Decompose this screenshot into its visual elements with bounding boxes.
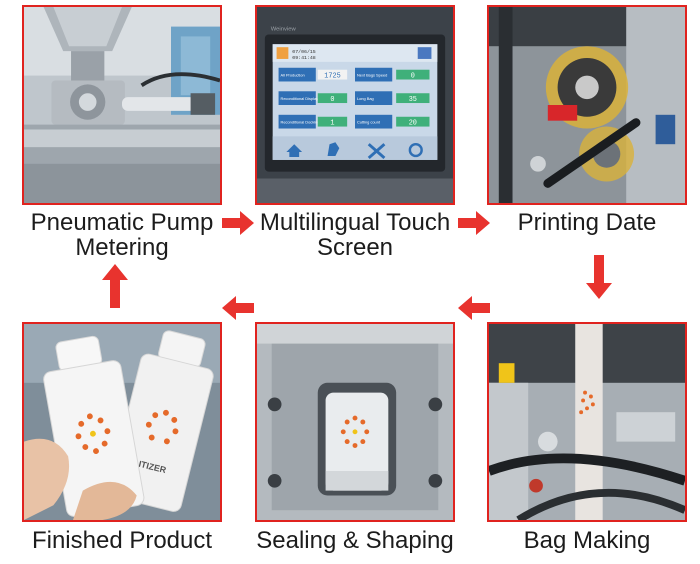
pneumatic-pump-illustration xyxy=(24,7,220,203)
hand-pointer-icon[interactable] xyxy=(327,142,340,156)
step-image-touch-screen: Weinview 07/06/15 09:41:48 All Productio… xyxy=(255,5,455,205)
touch-field-value[interactable]: 1 xyxy=(330,120,334,128)
arrow-left-icon xyxy=(222,296,254,320)
step-label-printing-date: Printing Date xyxy=(517,209,657,236)
step-label-touch-screen: Multilingual Touch Screen xyxy=(259,209,451,261)
finished-product-illustration: ITIZER xyxy=(24,324,220,520)
arrow-right-icon xyxy=(222,211,254,235)
touch-field-value[interactable]: 0 xyxy=(411,73,415,81)
touch-field-label: Reconditional Docking xyxy=(281,120,320,125)
step-image-printing-date xyxy=(487,5,687,205)
sealing-shaping-illustration xyxy=(257,324,453,520)
touch-field-label: Cutting count xyxy=(357,120,381,125)
step-image-finished-product: ITIZER xyxy=(22,322,222,522)
step-image-pneumatic-pump xyxy=(22,5,222,205)
touch-screen-illustration: Weinview 07/06/15 09:41:48 All Productio… xyxy=(257,7,453,203)
tools-icon[interactable] xyxy=(367,143,386,160)
touch-field-label: Long Bag xyxy=(357,96,374,101)
arrow-right-icon xyxy=(458,211,490,235)
step-label-bag-making: Bag Making xyxy=(523,527,651,554)
settings-icon[interactable] xyxy=(408,142,423,158)
touch-field-value[interactable]: 35 xyxy=(409,96,417,104)
arrow-down-icon xyxy=(586,255,612,299)
touch-screen-time: 09:41:48 xyxy=(292,55,316,61)
touch-field-label: Next Bags Speed xyxy=(357,73,387,78)
touch-screen-date: 07/06/15 xyxy=(292,49,316,55)
arrow-left-icon xyxy=(458,296,490,320)
home-icon[interactable] xyxy=(286,144,303,157)
touch-field-value[interactable]: 1725 xyxy=(324,73,340,81)
touch-field-label: All Production xyxy=(281,73,305,78)
step-label-finished-product: Finished Product xyxy=(31,527,213,554)
touch-field-value[interactable]: 20 xyxy=(409,120,417,128)
step-image-bag-making xyxy=(487,322,687,522)
step-image-sealing-shaping xyxy=(255,322,455,522)
touch-screen-brand: Weinview xyxy=(271,27,297,33)
printing-date-illustration xyxy=(489,7,685,203)
step-label-pneumatic-pump: Pneumatic Pump Metering xyxy=(30,209,214,261)
arrow-up-icon xyxy=(102,264,128,308)
touch-field-value[interactable]: 0 xyxy=(330,96,334,104)
touch-field-label: Reconditional Display xyxy=(281,96,319,101)
bag-making-illustration xyxy=(489,324,685,520)
step-label-sealing-shaping: Sealing & Shaping xyxy=(256,527,454,554)
